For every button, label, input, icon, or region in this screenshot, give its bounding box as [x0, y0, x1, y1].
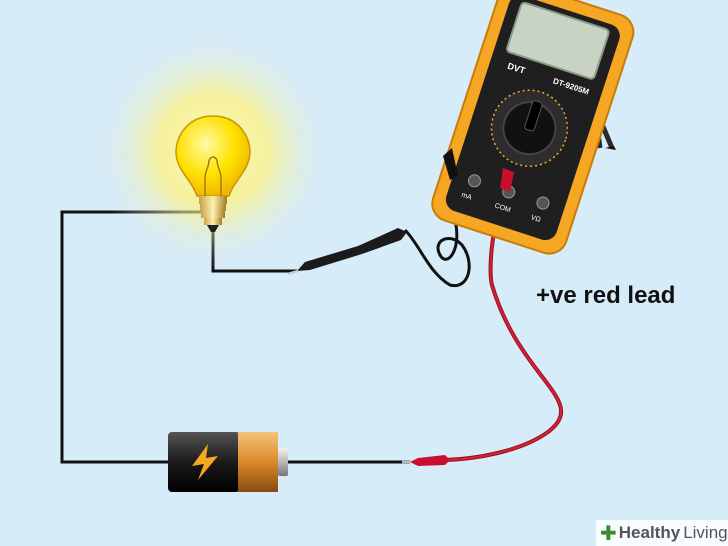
red-probe — [410, 455, 450, 466]
meter-port-label-com: COM — [494, 202, 512, 214]
red-lead — [402, 181, 563, 466]
plus-icon: ✚ — [600, 521, 617, 545]
bulb-base-ring-3 — [201, 211, 225, 218]
multimeter: DVT DT-9205M mA COM VΩ — [431, 0, 635, 255]
red-plug — [500, 168, 514, 192]
watermark: ✚ Healthy Living — [596, 520, 728, 546]
watermark-part2: Living — [683, 523, 728, 542]
bulb-contact — [207, 225, 219, 232]
meter-dial-pointer — [524, 100, 543, 132]
black-plug — [443, 148, 458, 180]
meter-port-ma — [467, 174, 481, 188]
battery-copper-body — [238, 432, 278, 492]
meter-port-label-ma: mA — [460, 192, 472, 202]
black-probe — [297, 228, 407, 271]
battery-terminal — [278, 448, 288, 476]
red-lead-label: +ve red lead — [536, 282, 676, 309]
meter-lcd — [506, 1, 610, 80]
bulb-base-ring-1 — [199, 196, 227, 204]
battery — [168, 432, 288, 492]
light-bulb — [93, 30, 333, 270]
watermark-part1: Healthy — [618, 523, 681, 542]
bulb-filament — [204, 156, 222, 196]
black-probe-tip — [287, 269, 299, 276]
meter-port-v — [536, 196, 550, 210]
bulb-base-ring-2 — [200, 204, 226, 211]
meter-port-label-v: VΩ — [530, 214, 542, 224]
lightning-icon — [192, 444, 218, 480]
bulb-base-ring-4 — [204, 218, 222, 225]
